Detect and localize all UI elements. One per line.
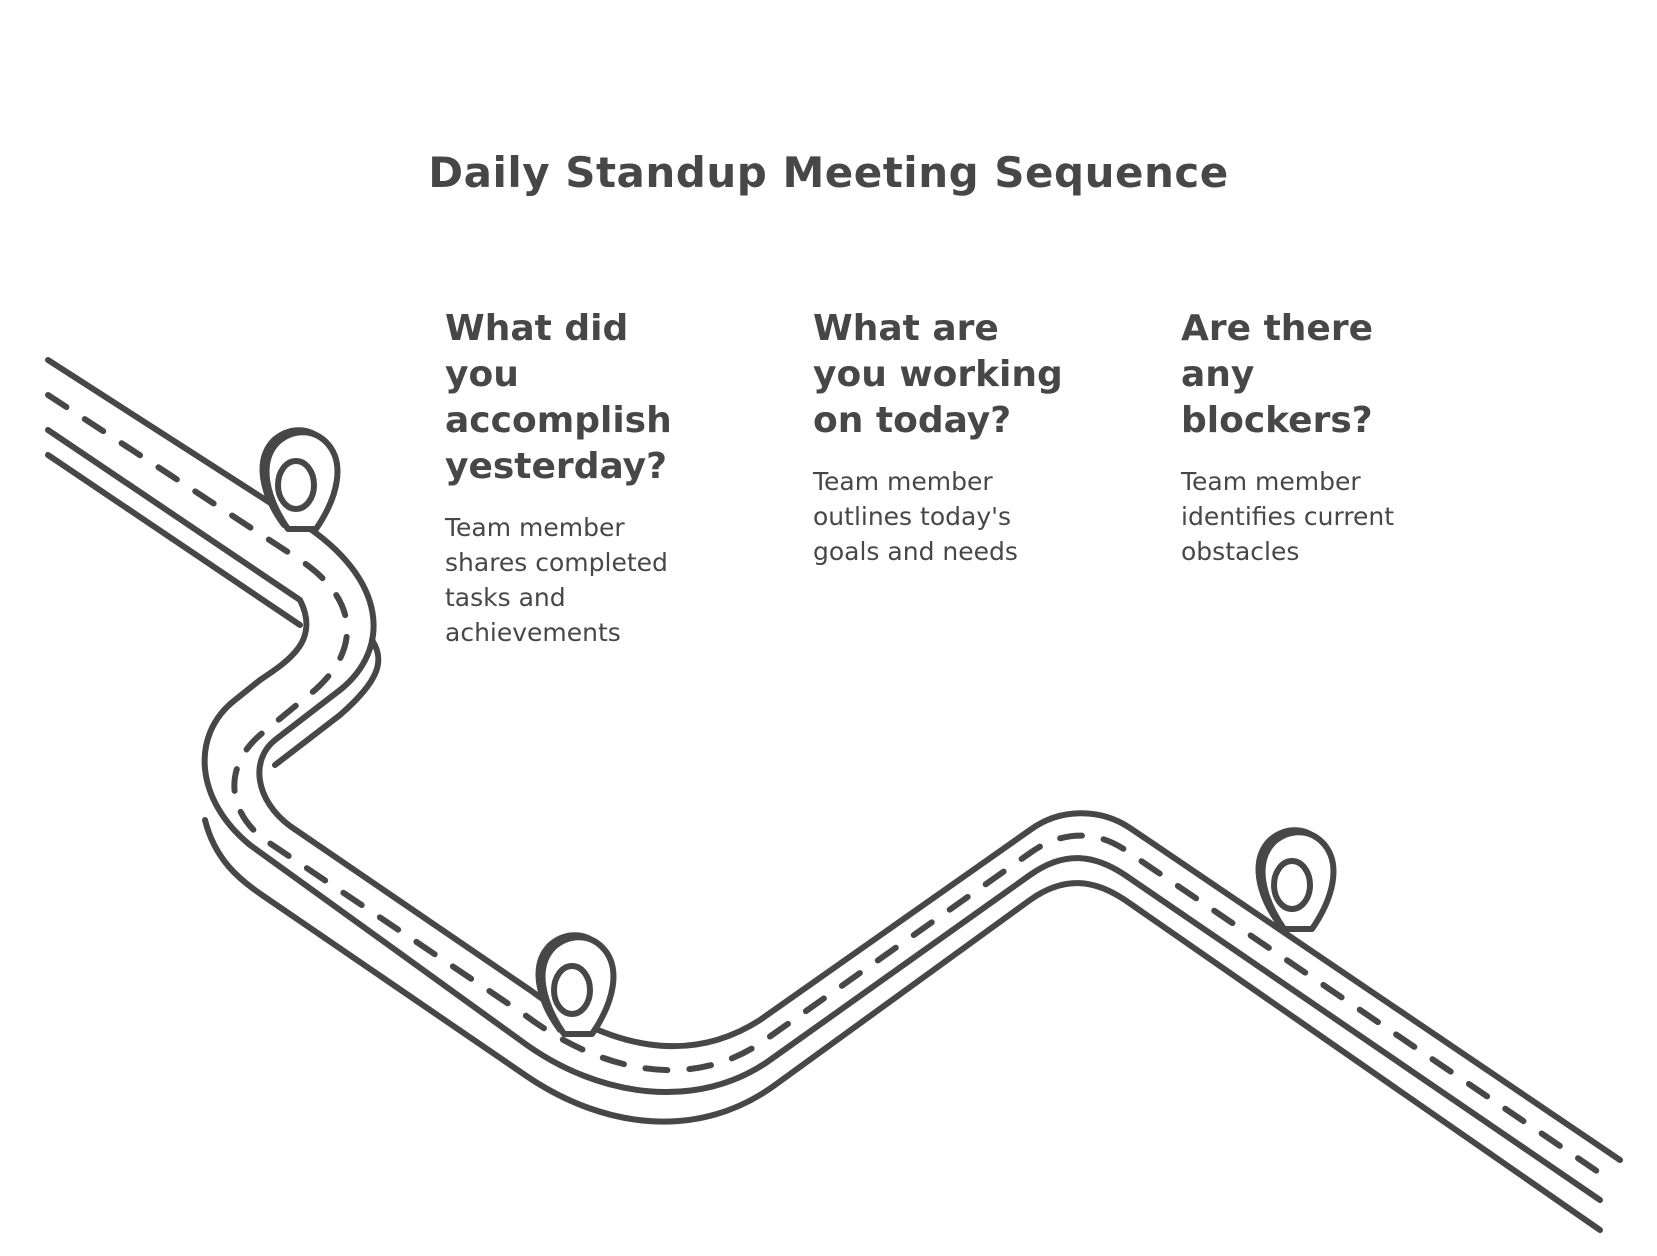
step-heading: Are there any blockers? [1181, 308, 1373, 441]
step-heading: What are you working on today? [813, 308, 1063, 441]
step-today: What are you working on today? Team memb… [813, 306, 1113, 569]
step-description: Team member outlines today's goals and n… [813, 467, 1018, 566]
step-description: Team member shares completed tasks and a… [445, 513, 668, 647]
road-edge-underside [45, 452, 1603, 1233]
step-description: Team member identifies current obstacles [1181, 467, 1395, 566]
road-center-dashes [45, 392, 1613, 1183]
step-yesterday: What did you accomplish yesterday? Team … [445, 306, 705, 650]
diagram-title: Daily Standup Meeting Sequence [428, 148, 1229, 197]
step-blockers: Are there any blockers? Team member iden… [1181, 306, 1481, 569]
location-pin-icon [535, 932, 617, 1037]
location-pin-icon [1255, 827, 1337, 932]
location-pin-icon [259, 427, 341, 532]
road-edge-top [45, 357, 1623, 1163]
step-heading: What did you accomplish yesterday? [445, 308, 672, 487]
road-edge-bottom [45, 427, 1603, 1203]
